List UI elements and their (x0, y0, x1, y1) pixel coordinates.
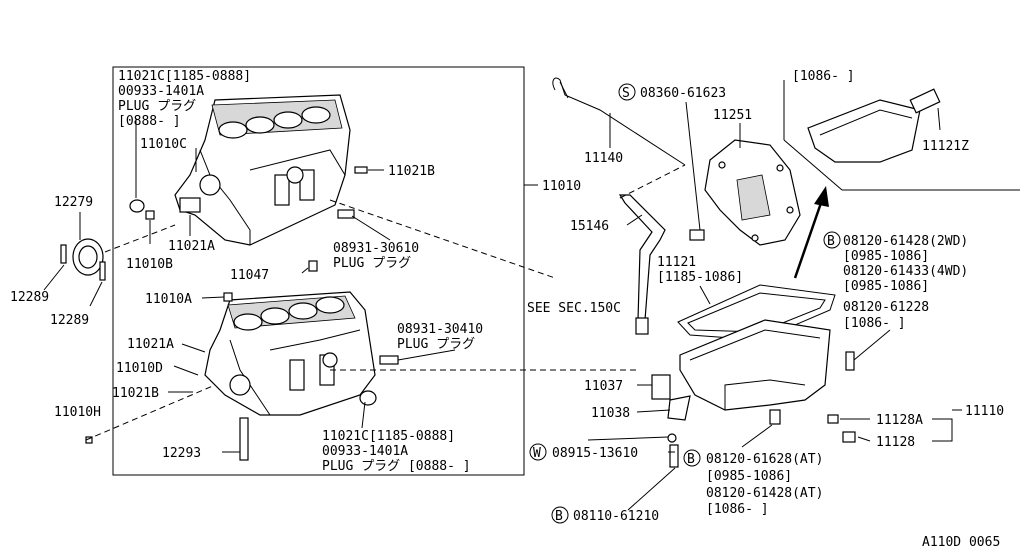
oil-pan-11121z (807, 99, 921, 163)
seal-12289-a (60, 244, 67, 264)
plug-11010b (145, 210, 155, 220)
label-b-group-2: [0985-1086] (843, 249, 929, 264)
circle-b-letter-3: B (555, 509, 563, 524)
label-11038: 11038 (591, 406, 630, 421)
label-12289-b: 12289 (50, 313, 89, 328)
label-11121-1: 11121 (657, 255, 696, 270)
label-11021b-lower: 11021B (112, 386, 159, 401)
plug-11128a (827, 414, 839, 424)
label-11010: 11010 (542, 179, 581, 194)
label-b-group-6: [1086- ] (843, 316, 906, 331)
washer-08915-13610 (667, 433, 677, 443)
plug-11021c-lower (359, 390, 377, 406)
label-lower-plug-1: 11021C[1185-0888] (322, 429, 455, 444)
label-11128: 11128 (876, 435, 915, 450)
cylinder-block-frame (112, 66, 525, 476)
label-11110: 11110 (965, 404, 1004, 419)
label-12293: 12293 (162, 446, 201, 461)
circle-w-letter: W (533, 446, 541, 461)
seal-12289-b (99, 261, 106, 281)
label-plug-30410-1: 08931-30410 (397, 322, 483, 337)
label-08110-61210: 08110-61210 (573, 509, 659, 524)
label-drain-4: [1086- ] (706, 502, 769, 517)
label-11010d: 11010D (116, 361, 163, 376)
label-b-group-1: 08120-61428(2WD) (843, 234, 968, 249)
label-11140: 11140 (584, 151, 623, 166)
label-lower-plug-2: 00933-1401A (322, 444, 408, 459)
label-plug-30610-2: PLUG プラグ (333, 256, 411, 271)
gasket-11121 (677, 284, 836, 341)
label-lower-plug-3: PLUG プラグ [0888- ] (322, 459, 471, 474)
bolt-08360-61623 (689, 229, 705, 241)
circle-s-letter: S (622, 86, 630, 101)
bolt-11021b-upper (354, 166, 368, 174)
label-08915-13610: 08915-13610 (552, 446, 638, 461)
label-upper-plug-4: [0888- ] (118, 114, 181, 129)
circle-b-letter-2: B (687, 452, 695, 467)
label-upper-plug-3: PLUG プラグ (118, 99, 196, 114)
label-15146: 15146 (570, 219, 609, 234)
label-11010b: 11010B (126, 257, 173, 272)
bolt-08120-drain (769, 409, 781, 425)
dipstick-11140 (552, 77, 686, 166)
circle-s-marker (618, 83, 636, 101)
plug-08931-30610 (337, 209, 355, 219)
label-11010a: 11010A (145, 292, 192, 307)
label-upper-plug-2: 00933-1401A (118, 84, 204, 99)
label-b-group-4: [0985-1086] (843, 279, 929, 294)
diagram-id: A110D 0065 (922, 535, 1000, 550)
circle-b-marker-1 (823, 231, 841, 249)
label-plug-30410-2: PLUG プラグ (397, 337, 475, 352)
label-11047: 11047 (230, 268, 269, 283)
label-pan-top-range: [1086- ] (792, 69, 855, 84)
upper-cylinder-block (174, 94, 351, 246)
bolt-08110-61210 (669, 444, 679, 468)
oil-pan-11110 (679, 319, 831, 411)
circle-b-marker-2 (683, 449, 701, 467)
label-b-group-5: 08120-61228 (843, 300, 929, 315)
label-11010c: 11010C (140, 137, 187, 152)
bolt-12293 (239, 417, 249, 461)
label-upper-plug-1: 11021C[1185-0888] (118, 69, 251, 84)
strainer-11037 (651, 374, 671, 400)
plug-11047 (308, 260, 318, 272)
label-plug-30610-1: 08931-30610 (333, 241, 419, 256)
label-11251: 11251 (713, 108, 752, 123)
label-12279: 12279 (54, 195, 93, 210)
label-08360-61623: 08360-61623 (640, 86, 726, 101)
label-11021a-upper: 11021A (168, 239, 215, 254)
lower-cylinder-block (204, 291, 376, 416)
label-b-group-3: 08120-61433(4WD) (843, 264, 968, 279)
bracket-11038 (667, 395, 691, 421)
plug-11021c-upper (129, 199, 145, 213)
label-11037: 11037 (584, 379, 623, 394)
label-drain-3: 08120-61428(AT) (706, 486, 823, 501)
label-11010h: 11010H (54, 405, 101, 420)
label-11128a: 11128A (876, 413, 923, 428)
label-see-section: SEE SEC.150C (527, 301, 621, 316)
circle-b-marker-3 (551, 506, 569, 524)
plug-08931-30410 (379, 355, 399, 365)
direction-arrow (793, 199, 824, 279)
circle-b-letter-1: B (827, 234, 835, 249)
bolt-08120-oil-pan (845, 351, 855, 371)
label-11021b-upper: 11021B (388, 164, 435, 179)
drain-plug-11128 (842, 431, 856, 443)
label-11021a-lower: 11021A (127, 337, 174, 352)
circle-w-marker (529, 443, 547, 461)
plug-11010a (223, 292, 233, 302)
label-11121-2: [1185-1086] (657, 270, 743, 285)
label-12289-a: 12289 (10, 290, 49, 305)
label-drain-2: [0985-1086] (706, 469, 792, 484)
label-11121z: 11121Z (922, 139, 969, 154)
label-drain-1: 08120-61628(AT) (706, 452, 823, 467)
